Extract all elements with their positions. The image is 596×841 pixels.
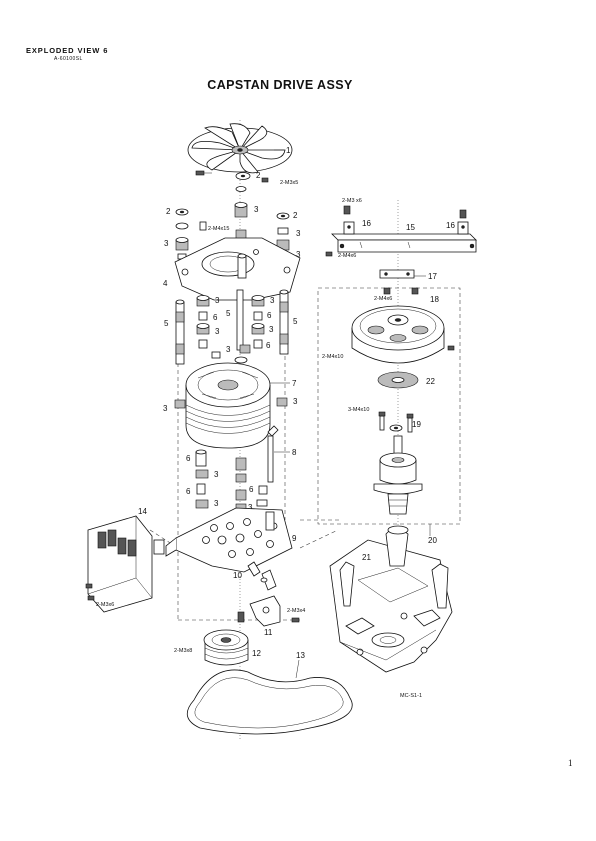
screw-label-m4x10-b: 3-M4x10 (348, 407, 369, 413)
callout-5-left: 5 (164, 319, 169, 328)
callout-8: 8 (292, 448, 297, 457)
callout-13: 13 (296, 651, 305, 660)
bushings-lower (196, 450, 267, 510)
post-left (176, 300, 184, 364)
callout-10: 10 (233, 571, 242, 580)
callout-6-mid-3: 6 (266, 341, 271, 350)
washer-22 (378, 372, 418, 388)
callout-6-low-3: 6 (249, 485, 254, 494)
screw-label-m4x6-b: 2-M4x6 (374, 296, 392, 302)
callout-18: 18 (430, 295, 439, 304)
bushings-mid (197, 296, 264, 359)
drive-belt (187, 670, 352, 734)
plate-part-17 (380, 270, 414, 278)
motor (186, 357, 270, 448)
callout-3-low-2: 3 (214, 499, 219, 508)
callout-5-center: 5 (226, 309, 231, 318)
callout-3-mid-2: 3 (215, 327, 220, 336)
capstan-bearing-housing (374, 436, 422, 514)
callout-16-right: 16 (446, 221, 455, 230)
callout-1: 1 (286, 146, 291, 155)
callout-2-top: 2 (256, 171, 261, 180)
washer-top (236, 187, 246, 192)
clamp-part-10 (248, 562, 276, 590)
callout-3-center-top: 3 (254, 205, 259, 214)
spring-column-right (277, 213, 289, 250)
leader-13 (296, 660, 299, 678)
screw-label-m3x8: 2-M3x8 (174, 648, 192, 654)
callout-17: 17 (428, 272, 437, 281)
collar-top (236, 173, 268, 183)
post-right (280, 290, 288, 354)
callout-15: 15 (406, 223, 415, 232)
motor-pulley (204, 612, 248, 665)
fan-blade (188, 124, 292, 173)
callout-4: 4 (163, 279, 168, 288)
callout-16-left: 16 (362, 219, 371, 228)
callout-3-right-top: 3 (296, 229, 301, 238)
screw-label-m3x4: 2-M3x4 (287, 608, 305, 614)
callout-6-mid-1: 6 (213, 313, 218, 322)
screw-label-m3x6-top: 2-M3 x6 (342, 198, 362, 204)
callout-14: 14 (138, 507, 147, 516)
callout-2-left: 2 (166, 207, 171, 216)
figure-code: MC-S1-1 (400, 693, 422, 699)
base-plate (166, 508, 292, 572)
callout-3-left-top: 3 (164, 239, 169, 248)
callout-21: 21 (362, 553, 371, 562)
spring-column-center (200, 203, 247, 241)
callout-3-motor-left: 3 (163, 404, 168, 413)
tension-rod (268, 426, 278, 482)
screw-label-m3x5: 2-M3x5 (280, 180, 298, 186)
screw-fan-left (196, 171, 212, 175)
callout-22: 22 (426, 377, 435, 386)
callout-5-right: 5 (293, 317, 298, 326)
callout-7: 7 (292, 379, 297, 388)
callout-12: 12 (252, 649, 261, 658)
callout-2-right: 2 (293, 211, 298, 220)
callout-3-mid-3: 3 (270, 296, 275, 305)
callout-20: 20 (428, 536, 437, 545)
circuit-board (86, 516, 164, 612)
callout-6-low-2: 6 (186, 487, 191, 496)
callout-6-low-1: 6 (186, 454, 191, 463)
shaft-center (237, 290, 243, 350)
callout-11: 11 (264, 628, 273, 637)
chassis-frame (330, 526, 452, 672)
spring-column-left (176, 209, 188, 259)
callout-3-motor-right: 3 (293, 397, 298, 406)
callout-3-low-1: 3 (214, 470, 219, 479)
screw-label-m4x15: 2-M4x15 (208, 226, 229, 232)
callout-3-mid-4: 3 (269, 325, 274, 334)
callout-3-mid-1: 3 (215, 296, 220, 305)
callout-3-mid-5: 3 (226, 345, 231, 354)
top-rail-assembly (326, 206, 476, 256)
screw-label-m4x6: 2-M4x6 (338, 253, 356, 259)
screw-label-m3x6-left: 2-M3x6 (96, 602, 114, 608)
callout-19: 19 (412, 420, 421, 429)
callout-9: 9 (292, 534, 297, 543)
screws-and-collar-19 (379, 412, 413, 432)
screw-label-m4x10: 2-M4x10 (322, 354, 343, 360)
callout-6-mid-2: 6 (267, 311, 272, 320)
